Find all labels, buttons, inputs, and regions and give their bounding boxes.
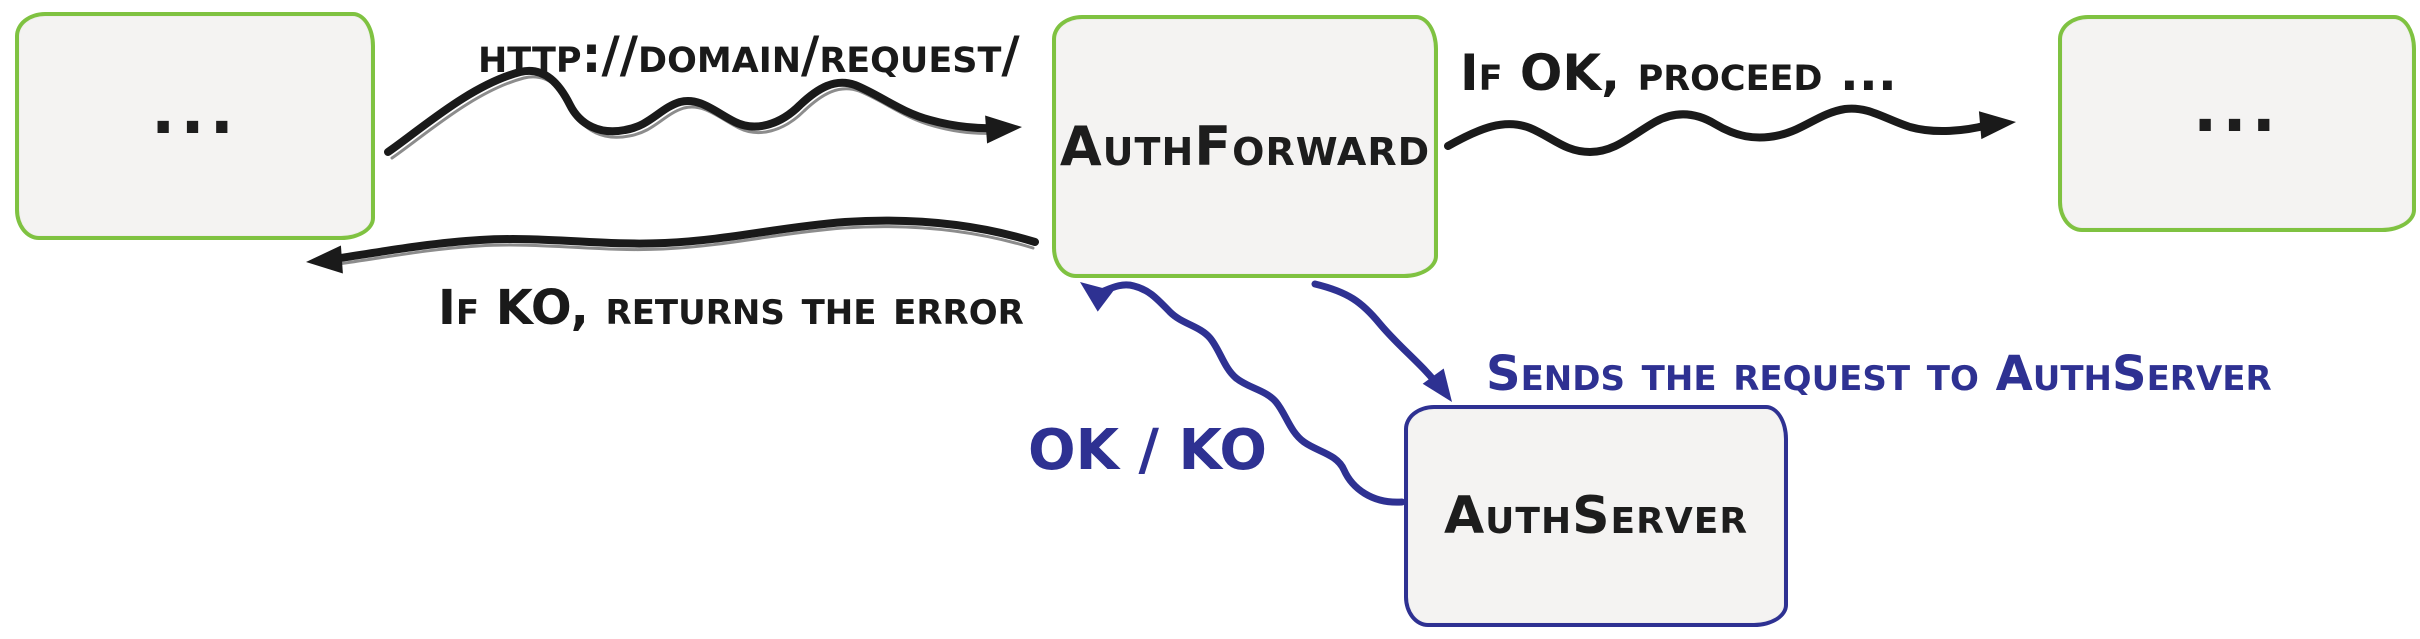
return-error-arrow	[306, 216, 1039, 274]
ok-proceed-label: If OK, proceed ...	[1460, 44, 1897, 102]
proceed-arrow	[1444, 104, 2016, 156]
node-authforward: AuthForward	[1052, 15, 1438, 278]
send-request-arrow	[1311, 280, 1452, 402]
request-url-label: http://domain/request/	[478, 26, 1020, 84]
request-arrow	[384, 66, 1022, 160]
node-authforward-label: AuthForward	[1059, 115, 1431, 178]
ok-ko-arrow	[1080, 281, 1406, 506]
node-client-left-label: ...	[151, 75, 239, 149]
ko-return-label: If KO, returns the error	[438, 280, 1024, 336]
node-client-right: ...	[2058, 15, 2416, 232]
ok-ko-label: OK / KO	[1028, 418, 1267, 483]
node-authserver-label: AuthServer	[1443, 486, 1749, 546]
node-client-left: ...	[15, 12, 375, 240]
node-authserver: AuthServer	[1404, 405, 1788, 627]
send-request-label: Sends the request to AuthServer	[1486, 346, 2272, 402]
node-client-right-label: ...	[2193, 72, 2281, 147]
